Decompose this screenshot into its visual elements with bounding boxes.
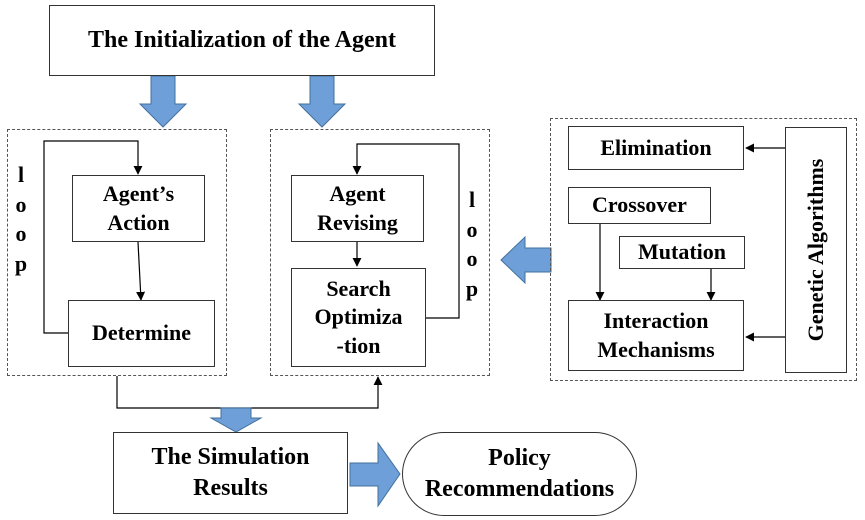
middle-loop-line <box>352 143 460 319</box>
policy-recommendations-pill: Policy Recommendations <box>402 432 637 516</box>
loop-letter: o <box>15 221 27 247</box>
agent-action-box: Agent’s Action <box>72 175 205 242</box>
loop-letter: p <box>14 251 28 277</box>
determine-box: Determine <box>68 300 215 367</box>
genetic-algorithms-label: Genetic Algorithms <box>803 158 828 342</box>
action-to-determine-arrow <box>136 241 146 301</box>
bottom-connector-line <box>116 376 383 409</box>
loop-letter: l <box>468 187 476 212</box>
left-loop-region <box>7 129 227 376</box>
ga-to-middle-block-arrow <box>500 235 552 285</box>
left-loop-line <box>43 140 143 334</box>
loop-letter: l <box>17 162 25 187</box>
loop-letter: o <box>466 216 478 242</box>
init-agent-box: The Initialization of the Agent <box>49 5 435 76</box>
init-to-left-block-arrow <box>138 75 188 128</box>
genetic-algorithms-region <box>550 118 857 381</box>
results-to-policy-block-arrow <box>349 441 401 508</box>
loop-letter: o <box>466 246 478 272</box>
elimination-box: Elimination <box>568 126 744 170</box>
crossover-box: Crossover <box>568 187 711 224</box>
loop-letter: p <box>465 276 479 302</box>
agent-revising-box: Agent Revising <box>291 175 424 242</box>
init-to-middle-block-arrow <box>297 75 347 128</box>
interaction-mechanisms-box: Interaction Mechanisms <box>568 300 744 371</box>
mutation-box: Mutation <box>619 236 745 269</box>
loop-letter: o <box>15 191 27 217</box>
simulation-results-box: The Simulation Results <box>113 432 348 514</box>
middle-loop-region <box>270 129 490 376</box>
genetic-algorithms-box <box>785 127 847 373</box>
to-results-block-arrow <box>209 407 263 433</box>
search-optimization-box: Search Optimiza -tion <box>291 268 426 367</box>
